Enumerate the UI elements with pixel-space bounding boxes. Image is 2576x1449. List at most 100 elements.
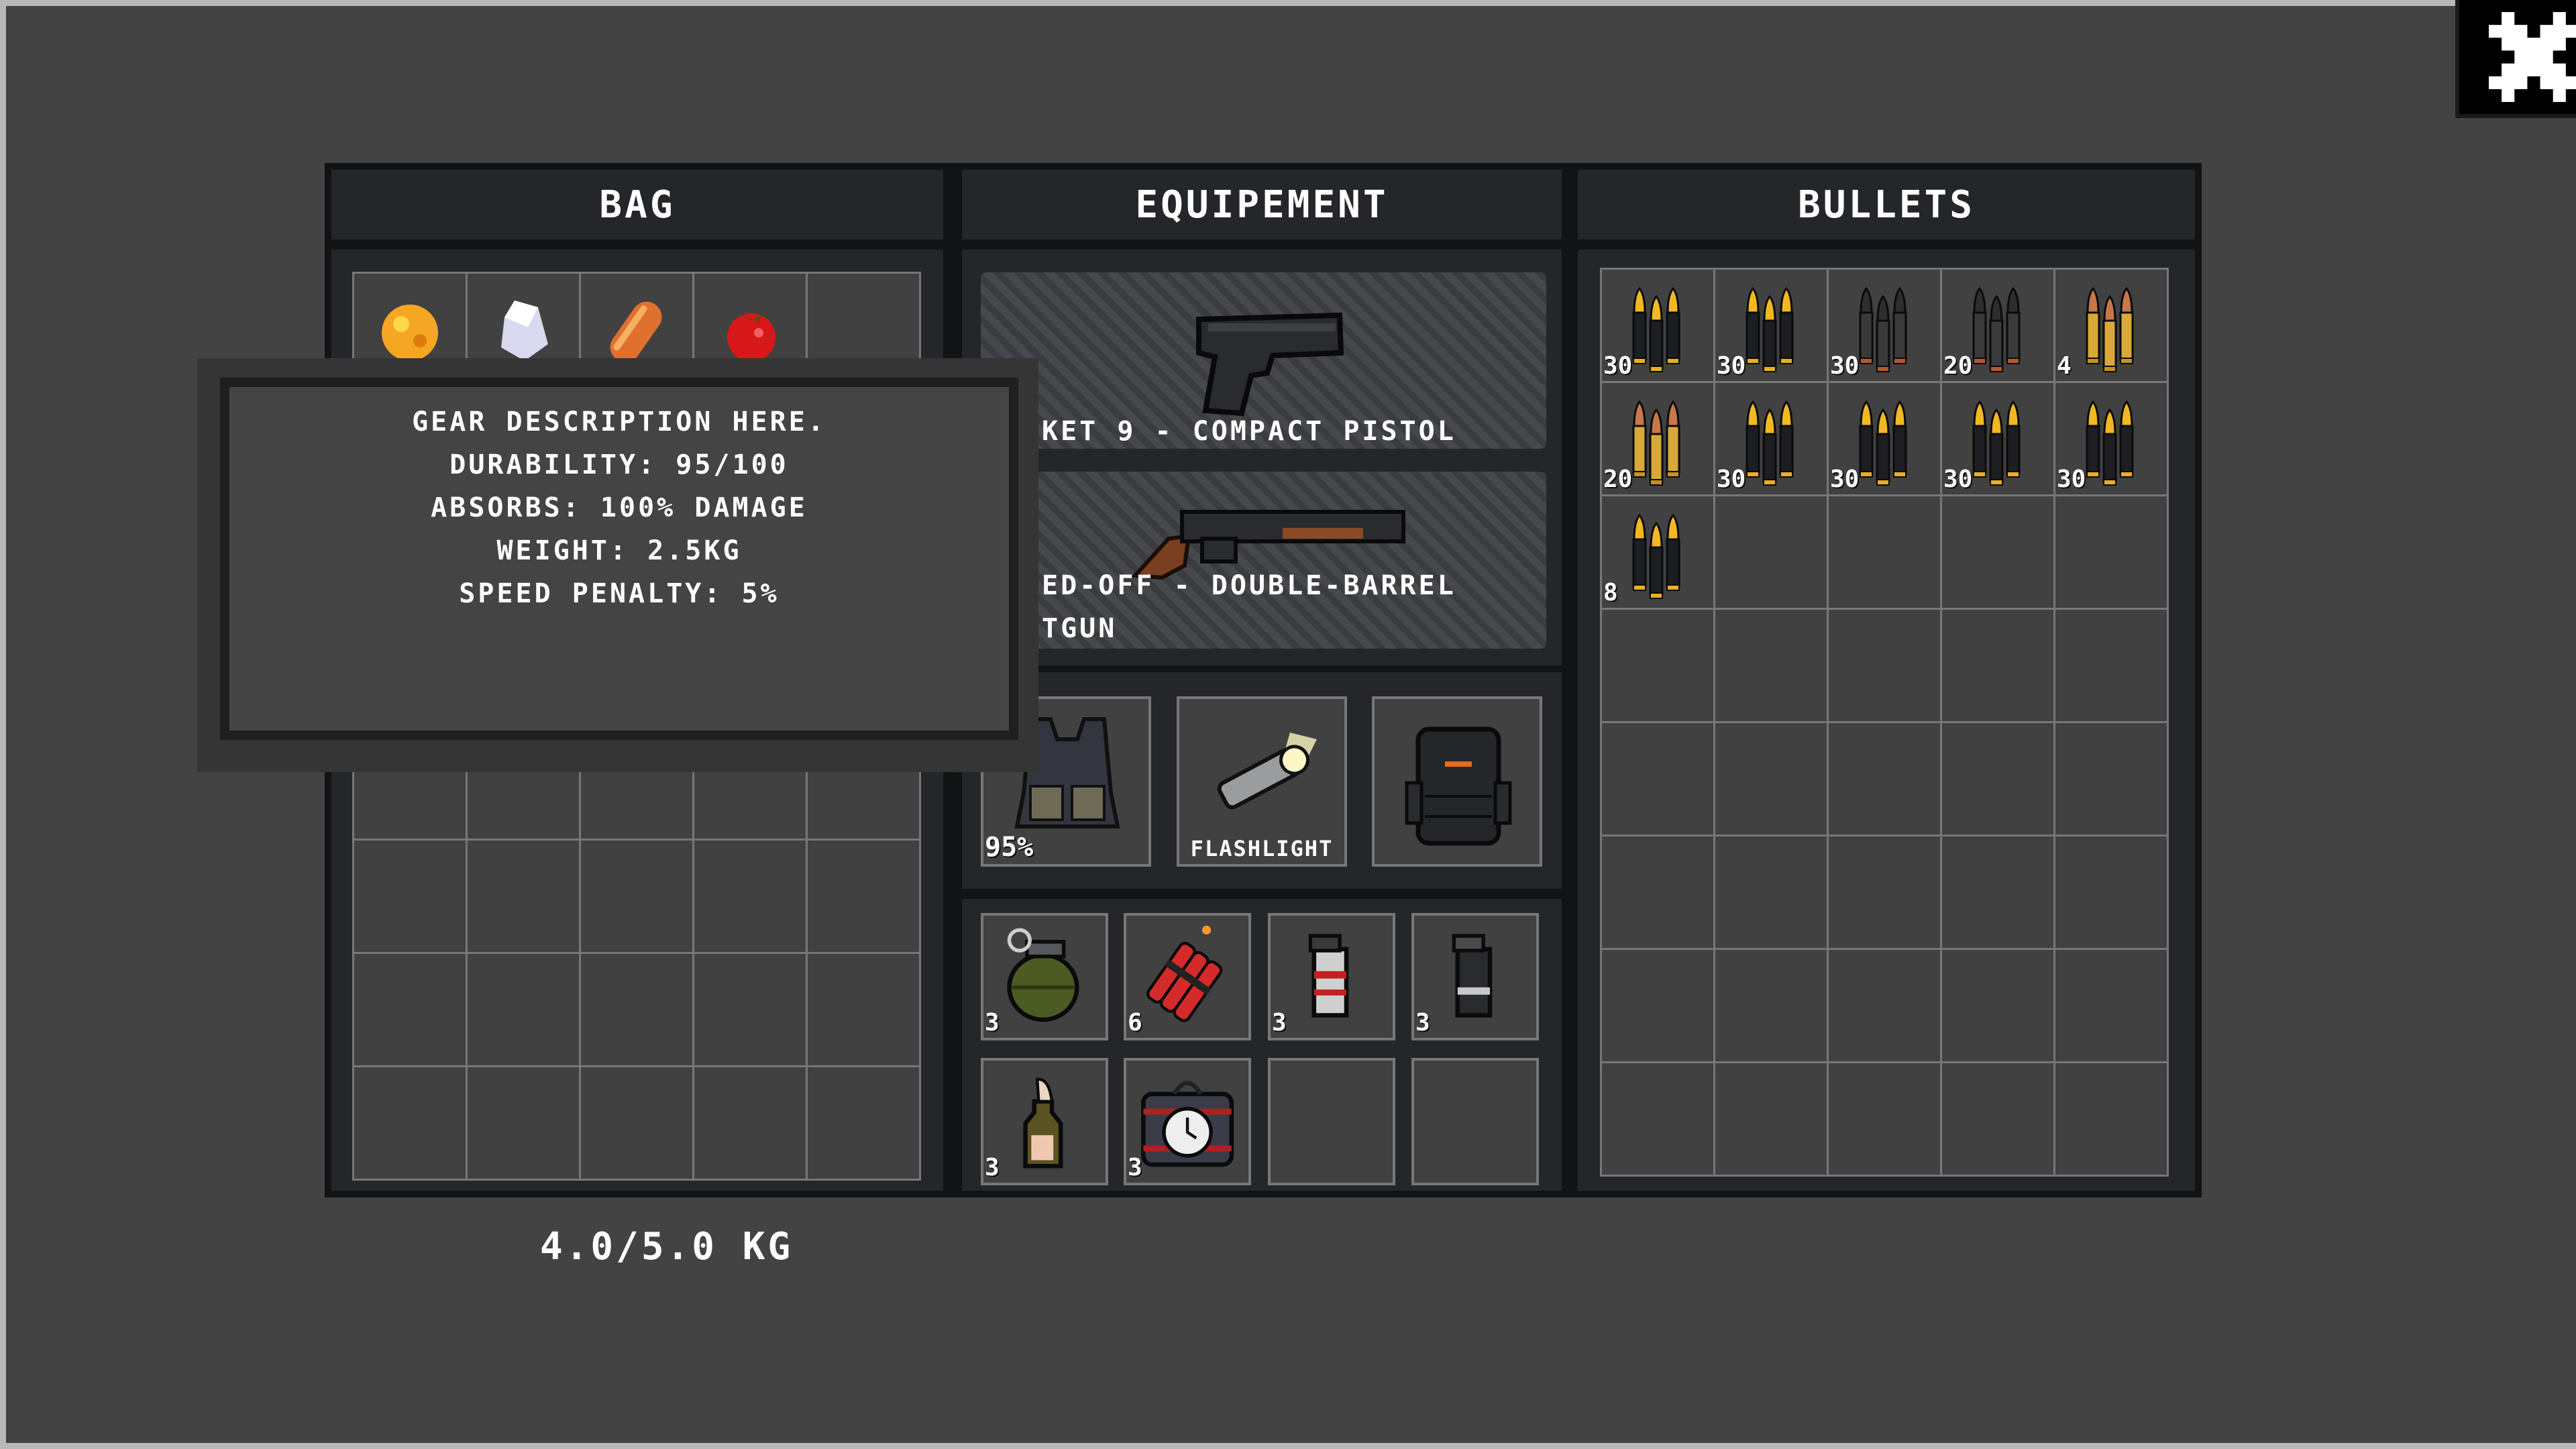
- backpack-icon: [1405, 727, 1512, 846]
- flashlight-label: FLASHLIGHT: [1190, 836, 1334, 861]
- shotgun-icon: [1130, 510, 1405, 580]
- bullet-slot-empty[interactable]: [2055, 837, 2169, 950]
- bullet-slot-empty[interactable]: [1829, 496, 1942, 610]
- bullet-slot-item[interactable]: 8: [1602, 496, 1715, 610]
- tooltip-absorbs: ABSORBS: 100% DAMAGE: [431, 492, 808, 523]
- bullet-slot-empty[interactable]: [1942, 610, 2055, 723]
- bullet-slot-empty[interactable]: [1942, 723, 2055, 837]
- bag-weight-readout: 4.0/5.0 KG: [540, 1225, 794, 1269]
- bullet-slot-empty[interactable]: [1829, 1063, 1942, 1177]
- throwable-count: 3: [985, 1009, 1000, 1036]
- throwable-slot-item[interactable]: 6: [1124, 913, 1251, 1040]
- weapon-primary-label: KET 9 - COMPACT PISTOL: [1042, 416, 1456, 447]
- bullet-slot-empty[interactable]: [2055, 1063, 2169, 1177]
- bullet-slot-item[interactable]: 30: [1715, 270, 1829, 383]
- bag-slot-empty[interactable]: [581, 954, 694, 1067]
- body-armor-icon: [1014, 717, 1120, 828]
- pistol-icon: [1196, 312, 1344, 417]
- ammo-black-gold-icon: [1746, 400, 1794, 486]
- bullet-slot-empty[interactable]: [1715, 723, 1829, 837]
- bullet-slot-empty[interactable]: [1715, 496, 1829, 610]
- weapon-slot-secondary[interactable]: [981, 472, 1546, 649]
- throwable-count: 3: [1415, 1009, 1430, 1036]
- bullet-slot-item[interactable]: 30: [1829, 383, 1942, 496]
- ammo-black-gold-icon: [1746, 286, 1794, 372]
- bullet-count: 20: [1603, 466, 1633, 493]
- bullet-slot-empty[interactable]: [1602, 610, 1715, 723]
- bullet-slot-empty[interactable]: [2055, 496, 2169, 610]
- bullet-slot-item[interactable]: 20: [1942, 270, 2055, 383]
- throwable-slot-empty[interactable]: [1411, 1058, 1539, 1185]
- tooltip-weight: WEIGHT: 2.5KG: [496, 535, 742, 566]
- weapon-slot-primary[interactable]: [981, 272, 1546, 449]
- ammo-brass-icon: [2086, 286, 2134, 372]
- throwable-count: 3: [1272, 1009, 1287, 1036]
- bullet-slot-empty[interactable]: [1829, 610, 1942, 723]
- bullet-slot-item[interactable]: 30: [1829, 270, 1942, 383]
- bullet-slot-empty[interactable]: [1602, 837, 1715, 950]
- flashlight-slot[interactable]: FLASHLIGHT: [1177, 696, 1347, 867]
- bag-title: BAG: [599, 182, 676, 227]
- bag-slot-empty[interactable]: [694, 1067, 808, 1181]
- bullet-slot-item[interactable]: 4: [2055, 270, 2169, 383]
- bullet-count: 30: [1830, 352, 1860, 380]
- bag-slot-empty[interactable]: [808, 841, 921, 954]
- bullet-slot-empty[interactable]: [1602, 1063, 1715, 1177]
- tooltip-durability: DURABILITY: 95/100: [449, 449, 789, 480]
- bullet-slot-empty[interactable]: [1715, 837, 1829, 950]
- throwable-slot-item[interactable]: 3: [1411, 913, 1539, 1040]
- bullet-slot-empty[interactable]: [1942, 496, 2055, 610]
- bullet-count: 20: [1943, 352, 1973, 380]
- bag-slot-empty[interactable]: [468, 841, 581, 954]
- bullet-slot-empty[interactable]: [1602, 723, 1715, 837]
- bullet-slot-item[interactable]: 30: [2055, 383, 2169, 496]
- bullet-slot-empty[interactable]: [1829, 723, 1942, 837]
- close-button[interactable]: [2455, 0, 2576, 118]
- molotov-icon: [1023, 1077, 1063, 1169]
- throwable-slot-empty[interactable]: [1268, 1058, 1395, 1185]
- armor-durability-label: 95%: [985, 832, 1034, 863]
- backpack-slot[interactable]: [1372, 696, 1542, 867]
- bullet-slot-empty[interactable]: [2055, 723, 2169, 837]
- bullet-slot-empty[interactable]: [1715, 950, 1829, 1063]
- bag-slot-empty[interactable]: [354, 841, 468, 954]
- close-icon: [2489, 12, 2576, 102]
- bullet-slot-item[interactable]: 30: [1602, 270, 1715, 383]
- bag-slot-empty[interactable]: [581, 1067, 694, 1181]
- throwable-slot-item[interactable]: 3: [981, 913, 1108, 1040]
- bag-slot-empty[interactable]: [468, 954, 581, 1067]
- tooltip-description: GEAR DESCRIPTION HERE.: [412, 407, 826, 437]
- throwable-slot-item[interactable]: 3: [1268, 913, 1395, 1040]
- weapon-secondary-label-line2: TGUN: [1042, 613, 1118, 644]
- bullet-slot-empty[interactable]: [2055, 950, 2169, 1063]
- equipment-header: EQUIPEMENT: [962, 170, 1562, 239]
- bag-slot-empty[interactable]: [808, 1067, 921, 1181]
- bullet-slot-empty[interactable]: [1829, 837, 1942, 950]
- bullet-slot-empty[interactable]: [1715, 610, 1829, 723]
- bag-slot-empty[interactable]: [694, 841, 808, 954]
- bag-slot-empty[interactable]: [354, 954, 468, 1067]
- bullet-count: 8: [1603, 579, 1618, 606]
- throwable-slot-item[interactable]: 3: [981, 1058, 1108, 1185]
- bullet-slot-empty[interactable]: [1715, 1063, 1829, 1177]
- ammo-black-gold-icon: [1972, 400, 2021, 486]
- bullet-slot-empty[interactable]: [1942, 950, 2055, 1063]
- bullet-slot-item[interactable]: 30: [1715, 383, 1829, 496]
- bullet-slot-empty[interactable]: [1602, 950, 1715, 1063]
- bullet-slot-item[interactable]: 30: [1942, 383, 2055, 496]
- bullet-slot-empty[interactable]: [1942, 1063, 2055, 1177]
- bag-slot-empty[interactable]: [694, 954, 808, 1067]
- bag-slot-empty[interactable]: [354, 1067, 468, 1181]
- bag-slot-empty[interactable]: [581, 841, 694, 954]
- bullet-slot-empty[interactable]: [2055, 610, 2169, 723]
- bullets-title: BULLETS: [1797, 182, 1975, 227]
- bullet-slot-empty[interactable]: [1942, 837, 2055, 950]
- bag-slot-empty[interactable]: [808, 954, 921, 1067]
- bullet-slot-empty[interactable]: [1829, 950, 1942, 1063]
- throwable-slot-item[interactable]: 3: [1124, 1058, 1251, 1185]
- bag-slot-empty[interactable]: [468, 1067, 581, 1181]
- bullet-count: 30: [1603, 352, 1633, 380]
- bullet-slot-item[interactable]: 20: [1602, 383, 1715, 496]
- ammo-brass-icon: [1632, 400, 1680, 486]
